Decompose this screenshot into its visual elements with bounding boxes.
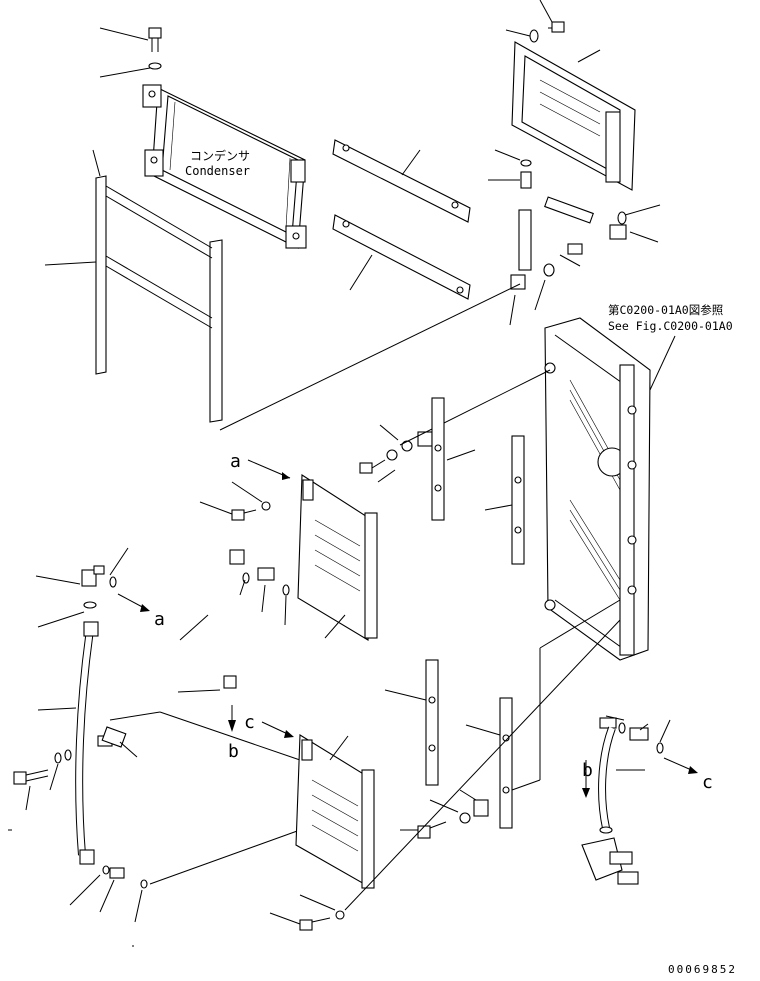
marker-b-lower-arrowhead: [582, 788, 590, 798]
oil-cooler-upper-hardware: [199, 369, 551, 521]
marker-a-lower-arrowhead: [140, 604, 150, 612]
radiator-frame: [544, 317, 651, 661]
condenser-assembly: [142, 84, 307, 249]
condenser-label-jp: コンデンサ: [190, 148, 250, 163]
strip-bracket-lower-1: [384, 659, 439, 786]
bolt-condenser-top: [99, 27, 162, 78]
lower-hardware: [269, 619, 621, 931]
strip-bracket-upper-2: [484, 435, 525, 565]
reference-leader: [649, 335, 676, 391]
marker-b-upper-arrowhead: [228, 720, 236, 732]
bolt-lower-left: [8, 749, 72, 831]
oil-cooler-upper: [297, 474, 378, 641]
marker-b-lower: b: [582, 760, 593, 781]
marker-a-lower: a: [154, 609, 165, 630]
strip-bracket-lower-2: [465, 599, 621, 829]
condenser-label-en: Condenser: [185, 164, 250, 178]
condenser-bracket-frame: [44, 149, 223, 423]
condenser-mount-bracket-1: [332, 139, 471, 223]
marker-c-upper-arrowhead: [284, 730, 294, 738]
fitting-set-receiver: [219, 149, 661, 431]
left-hose-assembly: [35, 547, 301, 923]
condenser-mount-bracket-2: [332, 214, 471, 300]
receiver-drier-assembly: [511, 41, 636, 191]
oil-cooler-lower: [295, 734, 375, 889]
valve-hose-assembly: [581, 715, 671, 885]
strip-bracket-upper-1: [431, 397, 476, 521]
marker-c-lower: c: [702, 772, 713, 793]
bolt-receiver-top: [505, 0, 565, 43]
hose-middle: [177, 549, 290, 720]
marker-c-lower-arrowhead: [688, 766, 698, 774]
marker-a-upper-arrowhead: [282, 472, 290, 480]
marker-a-upper: a: [230, 451, 241, 472]
drawing-number: 00069852: [668, 963, 737, 976]
reference-label-jp: 第C0200-01A0図参照: [608, 303, 723, 317]
marker-b-upper: b: [228, 741, 239, 762]
reference-label-en: See Fig.C0200-01A0: [608, 319, 733, 333]
marker-c-upper: c: [244, 712, 255, 733]
